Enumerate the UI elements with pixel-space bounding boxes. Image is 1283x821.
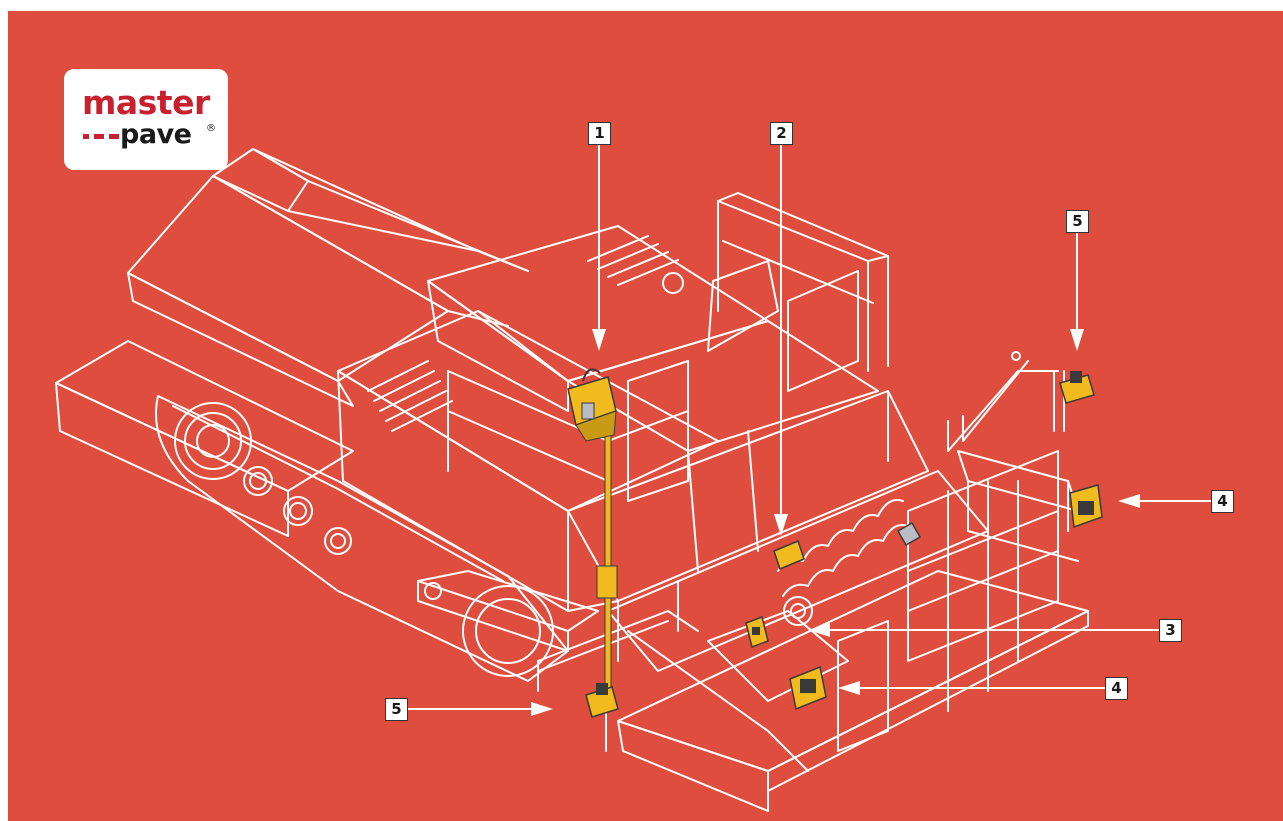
leader-5-left [408, 702, 553, 716]
control-box-lower [789, 665, 827, 711]
callout-5-left: 5 [385, 698, 408, 721]
leader-3 [808, 623, 1159, 637]
hopper-wings [127, 148, 529, 407]
engine-housing [337, 225, 769, 612]
diagram-panel: master pave ® [8, 11, 1283, 821]
gray-sensor [896, 521, 922, 547]
sonic-tracker-right [1059, 371, 1095, 404]
logo-dash [109, 134, 119, 139]
logo-bottom-row: pave ® [83, 121, 223, 151]
laser-receiver [567, 368, 617, 442]
callout-3: 3 [1159, 619, 1182, 642]
leader-2 [774, 145, 788, 536]
callout-4-upper: 4 [1211, 490, 1234, 513]
asphalt-paver-drawing [55, 145, 1211, 812]
crawler-track [155, 395, 569, 682]
control-box-right [1069, 484, 1103, 529]
grade-control-mast [596, 430, 618, 694]
mast-pole [604, 430, 612, 694]
leader-4-upper [1118, 494, 1211, 508]
right-sensor-arm [947, 351, 1065, 452]
sonic-tracker-left [585, 683, 619, 718]
screed-assembly [617, 450, 1089, 812]
tow-arm [417, 570, 599, 652]
operator-platform [447, 192, 889, 572]
control-panel-small [745, 616, 769, 648]
logo-dash [83, 134, 89, 139]
left-wing-plate [55, 340, 354, 537]
leader-1 [592, 145, 606, 351]
logo-dash [94, 134, 104, 139]
slope-sensor [773, 539, 805, 571]
callout-1: 1 [588, 122, 611, 145]
leader-4-lower [838, 681, 1105, 695]
callout-5-right: 5 [1066, 210, 1089, 233]
masterpave-logo: master pave ® [64, 69, 228, 170]
callout-4-lower: 4 [1105, 677, 1128, 700]
logo-registered-mark: ® [206, 123, 216, 134]
logo-word-pave: pave [120, 119, 192, 150]
leader-5-right [1070, 233, 1084, 351]
leader-lines [408, 145, 1211, 716]
mast-clamp [596, 565, 618, 599]
callout-2: 2 [770, 122, 793, 145]
logo-word-master: master [82, 83, 210, 122]
